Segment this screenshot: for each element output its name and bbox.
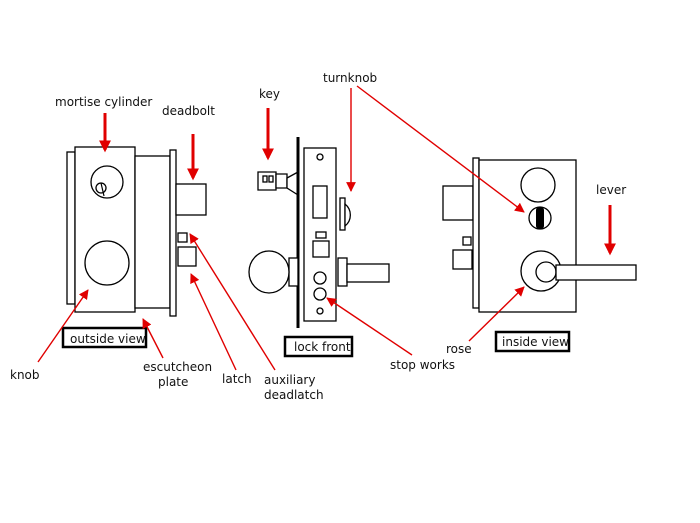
inside-view-box <box>494 330 571 353</box>
outside-door-edge <box>66 151 76 305</box>
label-key: key <box>259 87 280 101</box>
outside-view-drawing <box>66 146 207 317</box>
arrows <box>37 85 616 371</box>
key-shoulder <box>275 173 288 189</box>
stop-works-button-top <box>313 271 327 285</box>
deadbolt-slot <box>312 185 328 219</box>
turnknob-shape <box>344 202 351 228</box>
label-stop-works: stop works <box>390 358 455 372</box>
outside-lock-case <box>134 155 171 309</box>
label-auxiliary: auxiliary <box>264 373 315 387</box>
label-outside-view: outside view <box>70 332 146 346</box>
inside-auxiliary-shape <box>462 236 472 246</box>
key-blade <box>286 170 299 197</box>
front-screw-top <box>316 153 324 161</box>
arrow-auxiliary-deadlatch <box>189 233 276 371</box>
labels: mortise cylinder deadbolt key turnknob l… <box>10 71 626 402</box>
auxiliary-deadlatch-shape <box>177 232 188 243</box>
arrow-stop-works <box>326 297 413 356</box>
arrow-latch <box>190 273 237 371</box>
lever-handle-shape <box>555 264 637 281</box>
lever-rose-side <box>337 257 348 287</box>
lever-hub <box>535 261 557 283</box>
turnknob-stem <box>339 197 346 231</box>
deadbolt-shape <box>175 183 207 216</box>
turnknob-thumb <box>536 207 544 229</box>
label-lever: lever <box>596 183 626 197</box>
inside-view-drawing <box>442 157 637 313</box>
inside-front-edge <box>472 157 480 309</box>
arrow-escutcheon-plate <box>142 318 164 359</box>
outside-view-box <box>61 326 148 349</box>
lock-front-box <box>283 335 354 358</box>
cylinder-keyway-slot <box>100 182 105 197</box>
lock-front-drawing <box>248 137 390 328</box>
arrow-knob <box>37 289 89 363</box>
inside-cylinder-cap <box>520 167 556 203</box>
knob-rose-side <box>288 257 299 287</box>
latch-slot <box>312 240 330 258</box>
label-latch: latch <box>222 372 252 386</box>
label-escutcheon: escutcheon <box>143 360 212 374</box>
label-knob: knob <box>10 368 40 382</box>
label-plate: plate <box>158 375 188 389</box>
outside-lock-front-edge <box>169 149 177 317</box>
lever-handle-side <box>346 263 390 283</box>
latch-shape <box>177 246 197 267</box>
label-mortise-cylinder: mortise cylinder <box>55 95 152 109</box>
key-hole-2 <box>268 175 274 183</box>
label-deadlatch: deadlatch <box>264 388 324 402</box>
stop-works-button-bottom <box>313 287 327 301</box>
label-lock-front: lock front <box>294 340 351 354</box>
label-deadbolt: deadbolt <box>162 104 215 118</box>
arrow-turnknob-b <box>356 85 525 213</box>
label-rose: rose <box>446 342 472 356</box>
auxiliary-slot <box>315 231 327 239</box>
front-screw-bottom <box>316 307 324 315</box>
inside-latch-shape <box>452 249 473 270</box>
knob-side-shape <box>248 250 290 294</box>
label-inside-view: inside view <box>502 335 569 349</box>
label-turnknob: turnknob <box>323 71 377 85</box>
outside-knob-shape <box>84 240 130 286</box>
arrow-rose <box>468 286 525 342</box>
inside-deadbolt-shape <box>442 185 474 221</box>
key-hole-1 <box>262 175 268 183</box>
mortise-cylinder-shape <box>90 165 124 199</box>
